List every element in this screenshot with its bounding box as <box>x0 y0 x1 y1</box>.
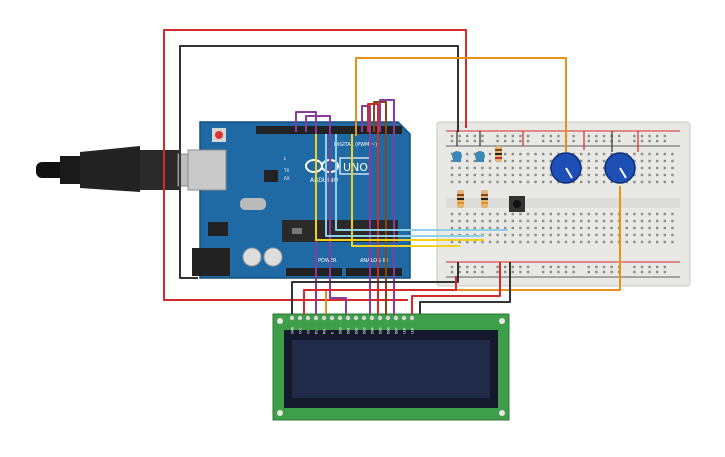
wire-red-lcd-vcc <box>303 276 457 314</box>
lcd-16x2: GND VCC V0 RS RW E DB0 DB1 DB2 DB3 DB4 DB5 DB6 DB7 LED… <box>272 313 510 421</box>
potentiometer-2 <box>604 152 636 184</box>
led-blue-2 <box>475 151 485 162</box>
l-label: L <box>284 156 287 161</box>
lcd-pin <box>353 315 359 321</box>
wire-black-lcd-gnd <box>291 262 459 314</box>
power-label: POWER <box>318 258 337 264</box>
wire-lightblue-2 <box>325 134 484 237</box>
resistor-1 <box>495 146 502 162</box>
lcd-pin <box>377 315 383 321</box>
analog-label: ANALOG IN <box>360 258 388 264</box>
wire-purple-3 <box>361 105 371 314</box>
led-blue-1 <box>452 151 462 162</box>
wire-red-5v <box>163 29 467 301</box>
wires <box>163 29 639 314</box>
lcd-pin-label: DB0 <box>339 327 343 334</box>
lcd-pin-label: DB6 <box>387 327 391 334</box>
lcd-pin-label: DB3 <box>363 327 367 334</box>
lcd-pin <box>345 315 351 321</box>
lcd-pin <box>337 315 343 321</box>
lcd-pin-label: RS <box>315 330 319 334</box>
wire-purple-2 <box>305 115 347 314</box>
wire-yellow-1 <box>315 134 484 241</box>
lcd-pin-label: DB1 <box>347 327 351 334</box>
lcd-pin-label: DB5 <box>379 327 383 334</box>
lcd-pin <box>329 315 335 321</box>
lcd-pin-label: GND <box>291 326 295 334</box>
lcd-pin-label: DB4 <box>371 327 375 334</box>
lcd-pin-label: RW <box>323 328 327 334</box>
lcd-pin <box>409 315 415 321</box>
lcd-pin-label: E <box>331 332 335 334</box>
arduino-logo-text: ARDUINO <box>310 177 339 184</box>
lcd-pin-label: LED <box>403 327 407 334</box>
lcd-pin <box>385 315 391 321</box>
potentiometer-1 <box>550 152 582 184</box>
lcd-pin <box>305 315 311 321</box>
lcd-pin <box>321 315 327 321</box>
wire-orange-pot2 <box>325 186 621 314</box>
wire-yellow-2 <box>351 134 460 247</box>
breadboard <box>436 121 691 287</box>
wire-black-gnd <box>179 45 459 279</box>
wire-purple-db7 <box>379 99 395 314</box>
lcd-pin <box>313 315 319 321</box>
wire-lightblue-1 <box>335 134 508 231</box>
lcd-pin-label: DB7 <box>395 327 399 334</box>
wire-orange-pot1 <box>355 57 567 152</box>
arduino-model: UNO <box>343 161 368 174</box>
tx-label: TX <box>283 168 289 173</box>
lcd-pin-label: DB2 <box>355 327 359 334</box>
lcd-pin-label: LED <box>411 327 415 334</box>
digital-label: DIGITAL (PWM ~) <box>334 142 377 148</box>
lcd-pin <box>361 315 367 321</box>
lcd-pin <box>401 315 407 321</box>
arduino-uno-board: ARDUINO UNO DIGITAL (PWM ~) POWER ANALOG… <box>187 121 411 279</box>
rx-label: RX <box>284 176 290 181</box>
lcd-pin <box>297 315 303 321</box>
lcd-screen <box>292 340 490 398</box>
lcd-pin <box>369 315 375 321</box>
lcd-pin-label: VCC <box>299 327 303 334</box>
wire-red-lcd-led <box>411 262 501 314</box>
resistor-2 <box>457 190 464 208</box>
lcd-pin-header: GND VCC V0 RS RW E DB0 DB1 DB2 DB3 DB4 DB5 DB6 DB7 LED… <box>289 315 415 334</box>
pushbutton <box>509 196 525 212</box>
lcd-pin <box>393 315 399 321</box>
lcd-pin-label: V0 <box>307 330 311 334</box>
resistor-3 <box>481 190 488 208</box>
wire-black-lcd-led <box>419 262 511 314</box>
lcd-pin <box>289 315 295 321</box>
